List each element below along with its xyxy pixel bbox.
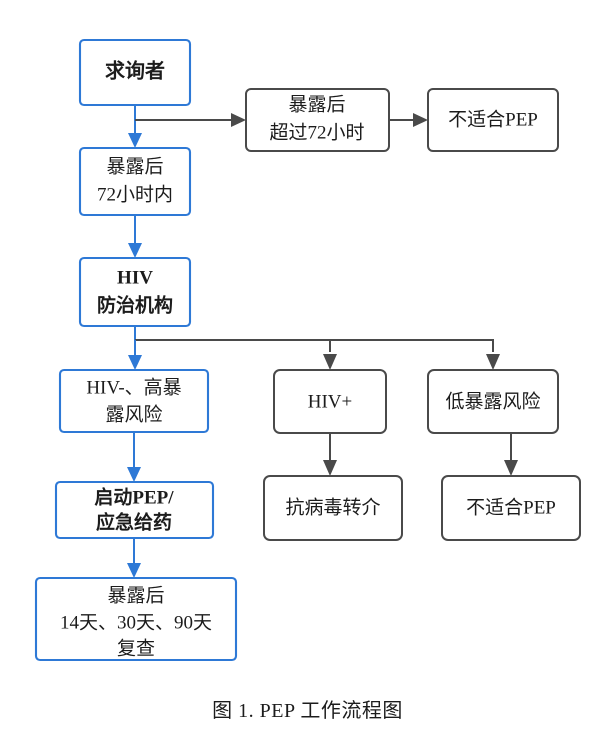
edge-hiv-positive-to-antiviral-referral — [323, 433, 337, 476]
edge-institution-branch-bus — [134, 326, 494, 352]
node-followup-line-1: 暴露后 — [107, 584, 164, 606]
node-hiv-neg-high-risk-line-2: 露风险 — [105, 403, 162, 425]
node-low-exposure-risk-line-1: 低暴露风险 — [445, 390, 540, 412]
edge-inquirer-to-within72h — [128, 105, 142, 148]
edge-within72h-to-institution — [128, 215, 142, 258]
edge-institution-to-hiv-neg-high-risk — [128, 340, 142, 370]
node-followup-line-3: 复查 — [117, 637, 155, 659]
node-inquirer-line-1: 求询者 — [105, 59, 165, 83]
node-start-pep[interactable]: 启动PEP/ 应急给药 — [54, 480, 215, 540]
node-over-72h-line-2: 超过72小时 — [269, 121, 364, 143]
node-hiv-positive[interactable]: HIV+ — [273, 369, 387, 434]
node-low-exposure-risk[interactable]: 低暴露风险 — [427, 369, 559, 434]
node-followup-line-2: 14天、30天、90天 — [60, 612, 212, 633]
node-hiv-neg-high-risk-line-1: HIV-、高暴 — [86, 376, 181, 398]
node-hiv-positive-line-1: HIV+ — [308, 391, 353, 412]
edge-inquirer-to-over72h — [135, 113, 246, 127]
edge-start-pep-to-followup — [127, 538, 141, 578]
node-hiv-institution-line-1: HIV — [117, 267, 153, 288]
node-hiv-neg-high-risk[interactable]: HIV-、高暴 露风险 — [58, 368, 210, 434]
edge-hiv-neg-high-risk-to-start-pep — [127, 432, 141, 482]
node-over-72h-line-1: 暴露后 — [288, 93, 345, 115]
edge-over72h-to-not-suitable-pep — [389, 113, 428, 127]
node-not-suitable-pep-bottom[interactable]: 不适合PEP — [441, 475, 581, 541]
node-start-pep-line-2: 应急给药 — [96, 510, 172, 533]
node-followup[interactable]: 暴露后 14天、30天、90天 复查 — [34, 576, 238, 662]
node-within-72h-line-1: 暴露后 — [106, 155, 163, 177]
node-not-suitable-pep-top[interactable]: 不适合PEP — [427, 88, 559, 152]
node-inquirer[interactable]: 求询者 — [78, 38, 192, 107]
node-within-72h[interactable]: 暴露后 72小时内 — [78, 146, 192, 217]
node-antiviral-referral-line-1: 抗病毒转介 — [285, 496, 380, 518]
node-not-suitable-pep-top-line-1: 不适合PEP — [448, 108, 538, 130]
node-over-72h[interactable]: 暴露后 超过72小时 — [245, 88, 390, 152]
node-start-pep-line-1: 启动PEP/ — [94, 485, 174, 508]
edge-low-exposure-risk-to-not-suitable-pep — [504, 433, 518, 476]
node-antiviral-referral[interactable]: 抗病毒转介 — [263, 475, 403, 541]
figure-caption: 图 1. PEP 工作流程图 — [212, 700, 403, 722]
node-hiv-institution-line-2: 防治机构 — [97, 293, 173, 316]
edge-institution-to-low-exposure-risk — [486, 354, 500, 370]
edge-institution-to-hiv-positive — [323, 354, 337, 370]
node-not-suitable-pep-bottom-line-1: 不适合PEP — [466, 496, 556, 518]
node-within-72h-line-2: 72小时内 — [97, 183, 173, 205]
node-hiv-institution[interactable]: HIV 防治机构 — [78, 256, 192, 328]
